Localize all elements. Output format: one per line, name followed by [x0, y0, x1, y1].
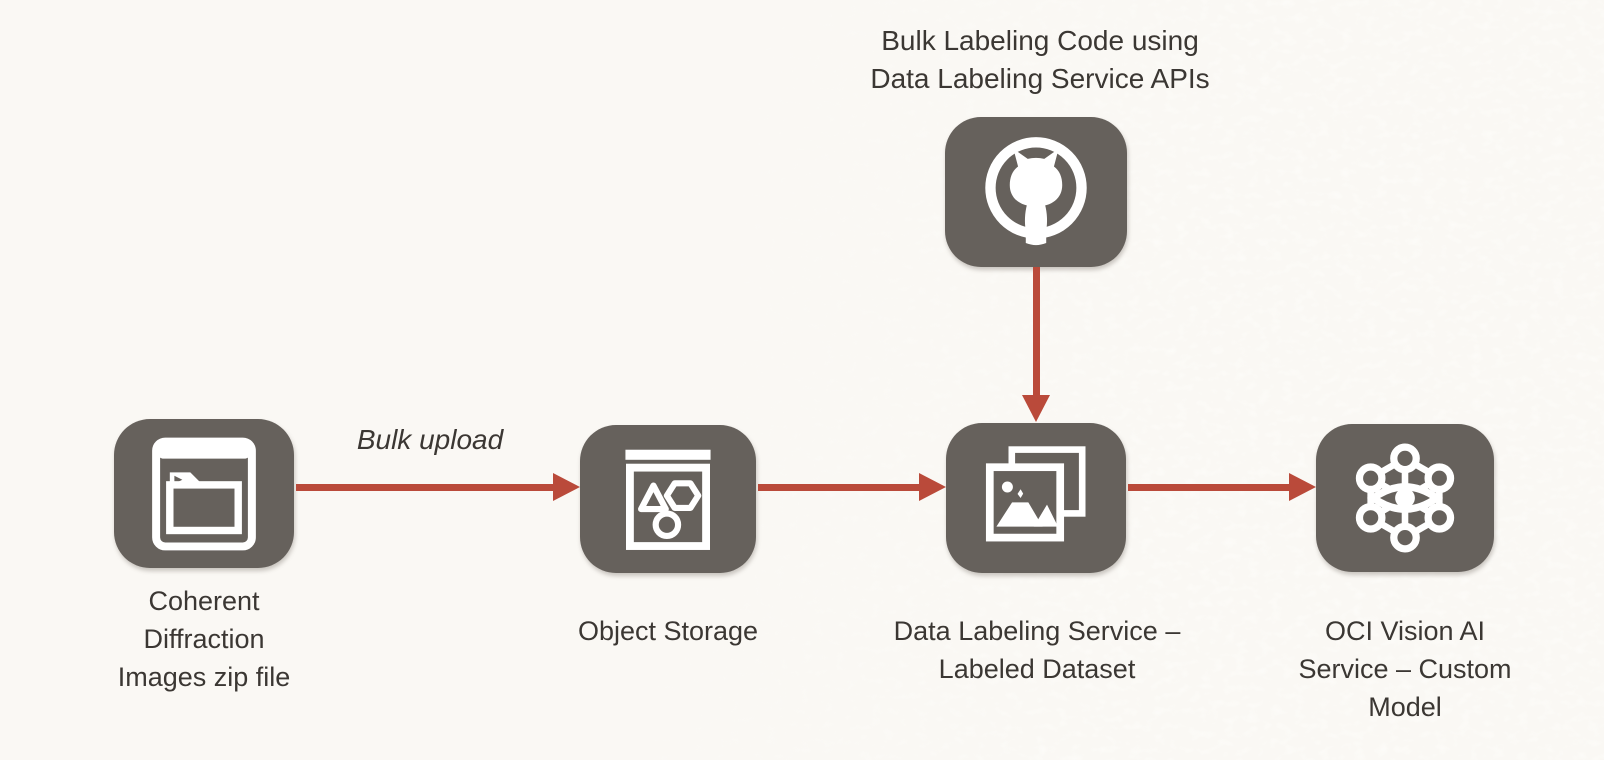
arrow-line — [296, 484, 556, 491]
node-data-labeling-service-label: Data Labeling Service – Labeled Dataset — [893, 616, 1181, 684]
arrow-head — [1022, 395, 1050, 422]
arrow-line — [1033, 267, 1040, 397]
arrow-line — [1128, 484, 1292, 491]
vision-network-icon — [1355, 443, 1455, 553]
node-data-labeling-service — [946, 423, 1126, 573]
arrow-head — [1289, 473, 1316, 501]
node-coherent-diffraction-zip — [114, 419, 294, 568]
bulk-upload-label: Bulk upload — [356, 424, 504, 455]
object-storage-icon — [625, 449, 711, 550]
node-object-storage-label: Object Storage — [577, 616, 759, 646]
node-coherent-diffraction-zip-label: Coherent Diffraction Images zip file — [117, 586, 291, 692]
folder-window-icon — [152, 437, 256, 550]
node-github — [945, 117, 1127, 267]
node-object-storage — [580, 425, 756, 573]
arrow-head — [553, 473, 580, 501]
node-vision-ai — [1316, 424, 1494, 572]
arrow-head — [919, 473, 946, 501]
node-vision-ai-label: OCI Vision AI Service – Custom Model — [1298, 616, 1512, 722]
image-stack-icon — [985, 446, 1086, 542]
github-icon — [985, 137, 1087, 246]
arrow-line — [758, 484, 922, 491]
github-node-label: Bulk Labeling Code using Data Labeling S… — [870, 25, 1210, 94]
